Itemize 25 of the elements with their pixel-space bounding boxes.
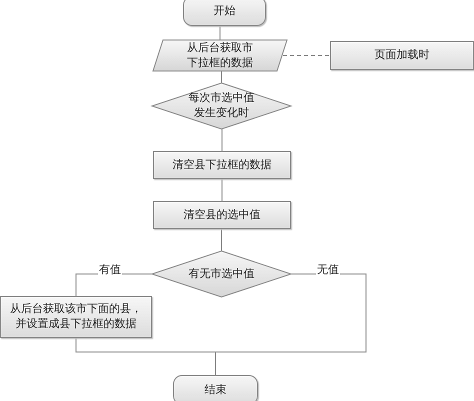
node-text: 有无市选中值 [188, 266, 254, 282]
connector-line [282, 55, 330, 56]
terminator-box [183, 0, 266, 26]
process-box [0, 296, 152, 338]
node-text: 清空县的选中值 [184, 208, 260, 222]
connector-line [221, 228, 222, 252]
connector-line [221, 70, 222, 84]
decision-diamond [152, 251, 291, 297]
node-text: 页面加载时 [374, 48, 430, 63]
node-text: 清空县下拉框的数据 [172, 158, 272, 172]
input-parallelogram [153, 40, 287, 71]
process-box [153, 151, 291, 179]
terminator-box [173, 375, 258, 401]
process-box [153, 201, 291, 229]
process-box [330, 41, 474, 70]
node-text: 开始 [214, 4, 236, 18]
node-text: 结束 [204, 382, 226, 398]
connector-line [76, 274, 152, 296]
edge-label: 无值 [316, 262, 340, 277]
node-text: 每次市选中值发生变化时 [188, 91, 256, 121]
edge-label: 有值 [98, 262, 122, 277]
decision-diamond [152, 83, 291, 129]
node-text: 从后台获取该市下面的县，并设置成县下拉框的数据 [9, 302, 143, 332]
node-text: 从后台获取市下拉框的数据 [186, 40, 254, 70]
connector-line [76, 338, 216, 376]
